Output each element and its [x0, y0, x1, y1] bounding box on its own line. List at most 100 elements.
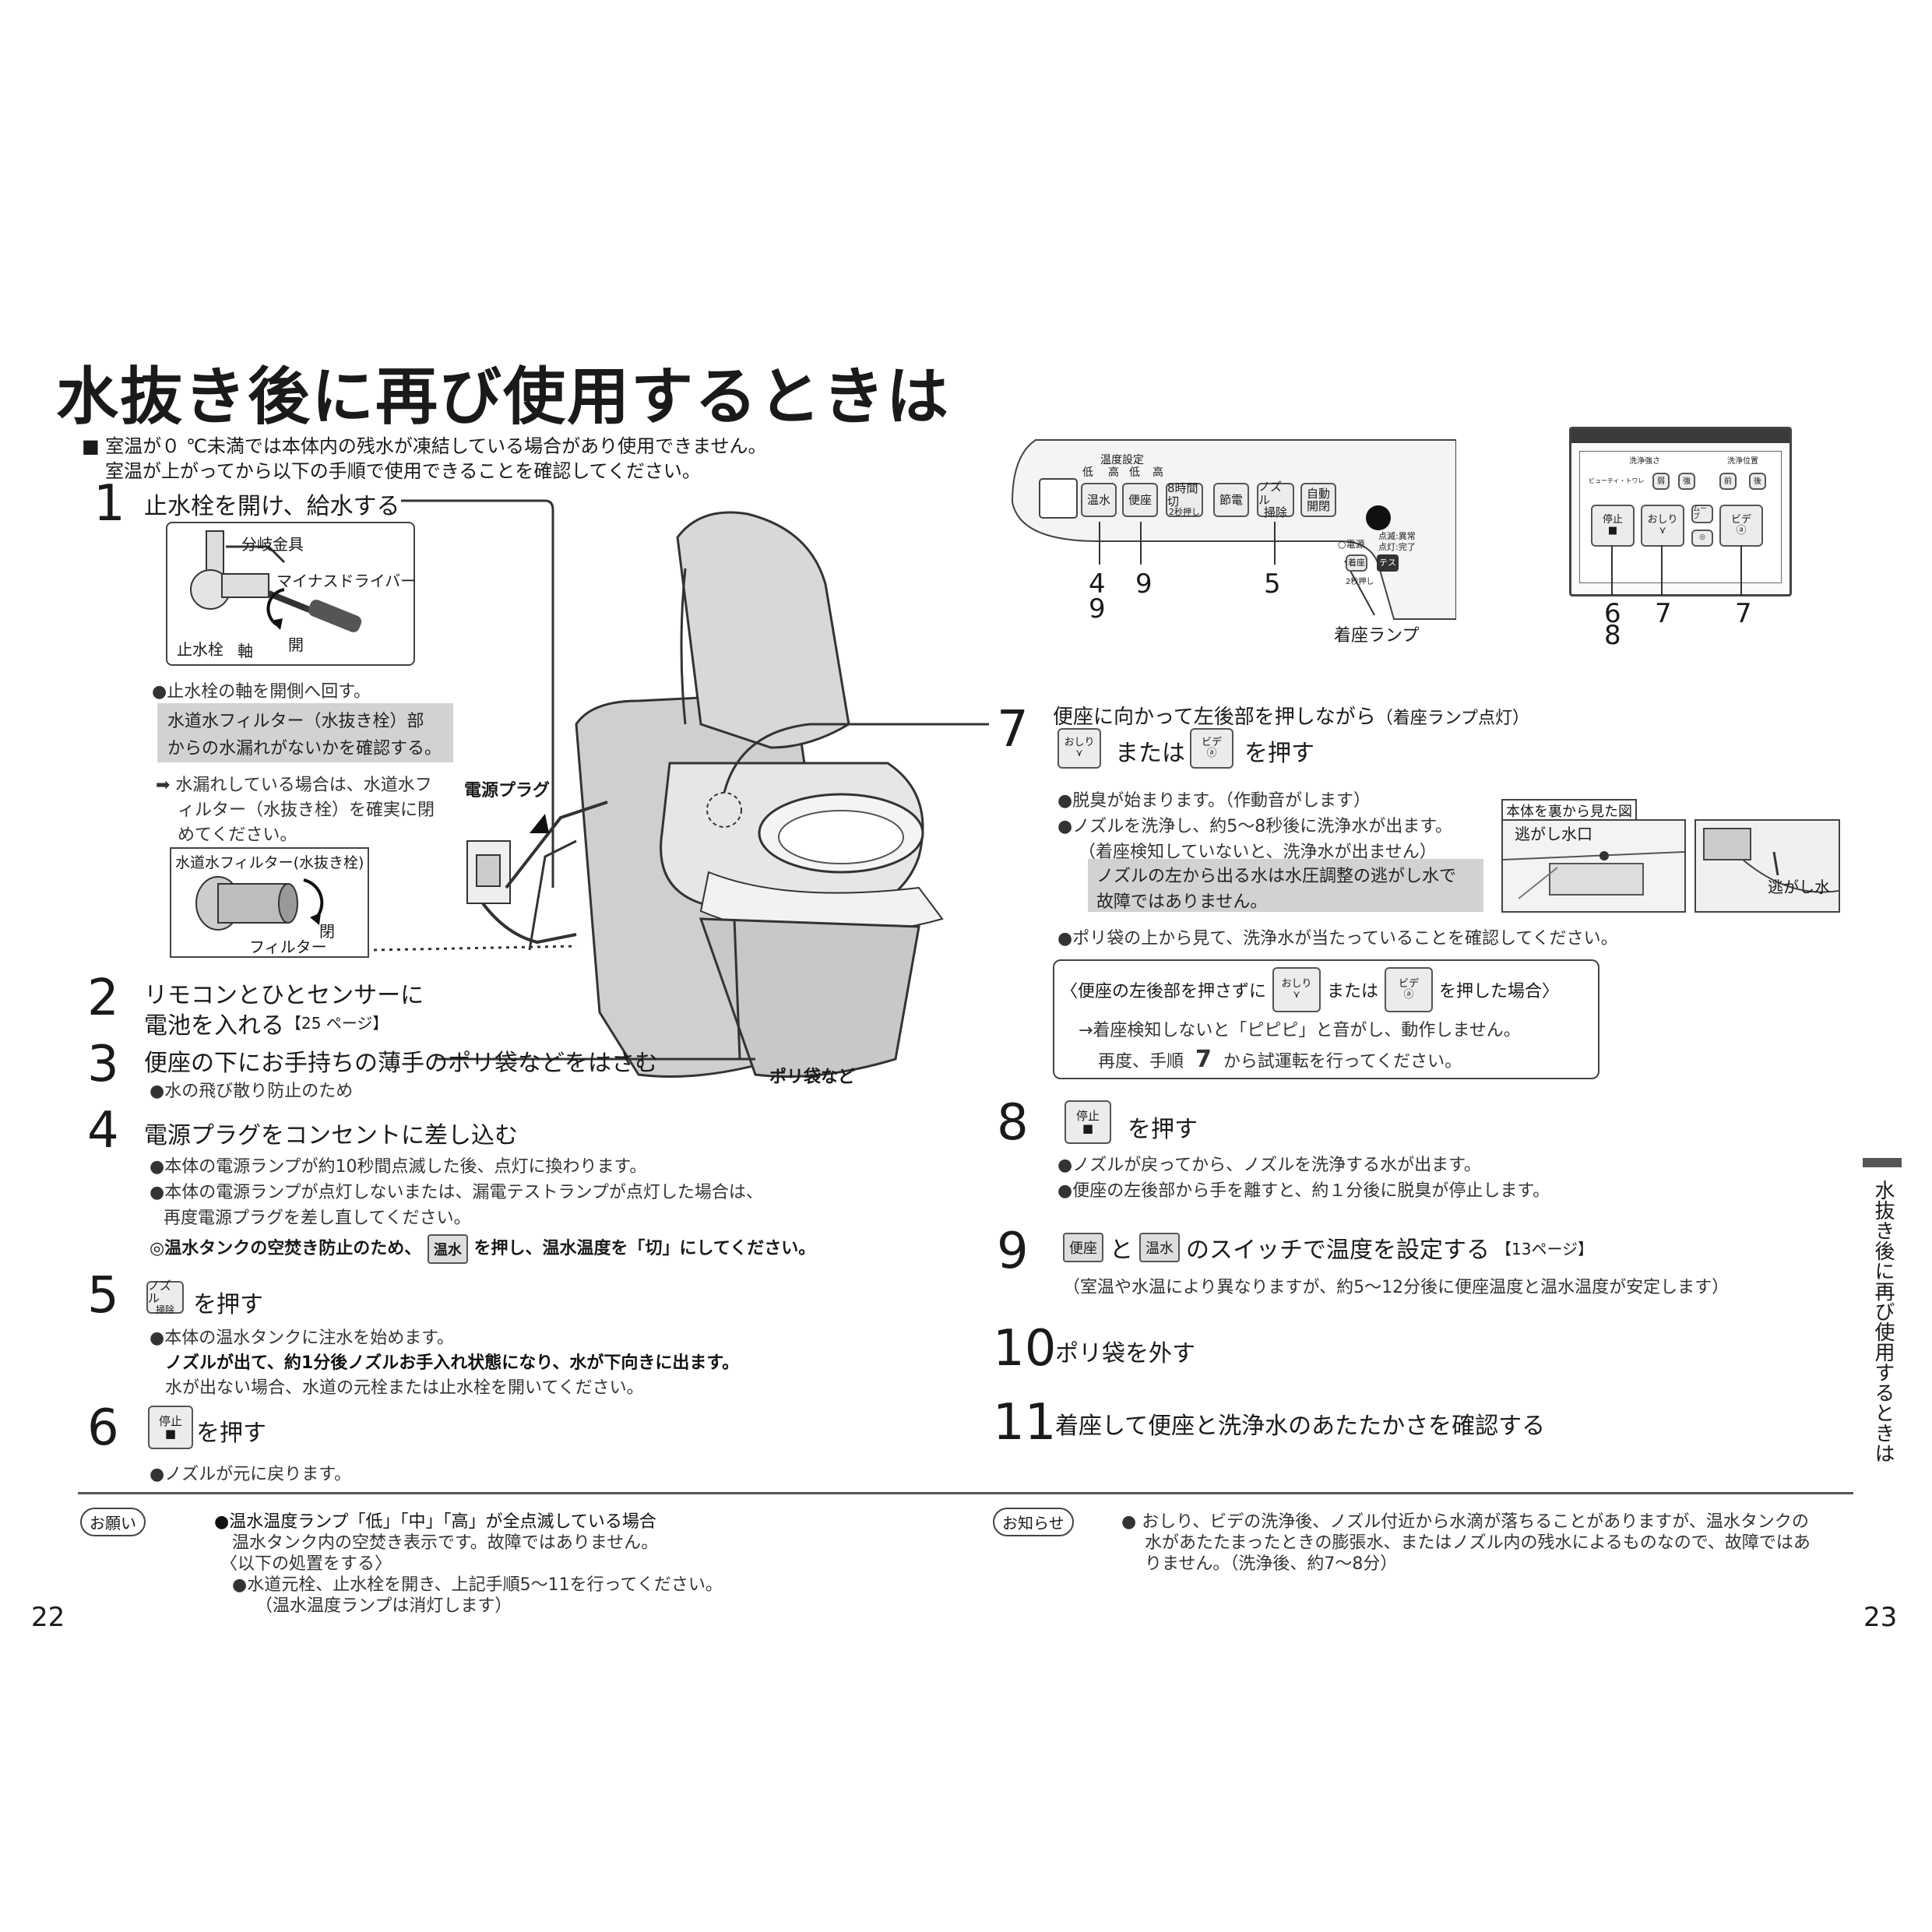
panel-dengen: ○電源: [1338, 539, 1365, 550]
panel-tentou: 点滅:異常: [1378, 531, 1416, 541]
panel-callout-9a: 9: [1089, 593, 1106, 625]
step-7-bullet-2: ●ノズルを洗浄し、約5〜8秒後に洗浄水が出ます。: [1057, 817, 1452, 836]
panel-8h-button[interactable]: 8時間切 2秒押し: [1166, 482, 1203, 518]
panel-jido-button[interactable]: 自動 開閉: [1300, 483, 1336, 517]
step-7-press: を押す: [1244, 740, 1314, 767]
panel-low-1: 低: [1082, 466, 1093, 479]
onegai-label: お願い: [80, 1508, 146, 1536]
remote-teishi-button[interactable]: 停止 ■: [1591, 505, 1635, 547]
step-7-bide-button[interactable]: ビデ ⓐ: [1190, 728, 1233, 769]
filter-inset: [170, 847, 369, 958]
nozzle-button-line-2: 掃除: [155, 1304, 174, 1315]
step-7-bullet-4: ●ポリ袋の上から見て、洗浄水が当たっていることを確認してください。: [1057, 929, 1618, 948]
valve-inset: [166, 522, 415, 666]
remote-beauty: ビューティ・トワレ: [1589, 477, 1645, 484]
rear-view-image-2: [1694, 819, 1840, 913]
step-7-spray-icon: ⋎: [1075, 748, 1083, 759]
step-2-number: 2: [87, 970, 119, 1027]
label-filter: フィルター: [249, 938, 327, 956]
step-5-bullet-1: ●本体の温水タンクに注水を始めます。: [150, 1328, 454, 1348]
panel-temp-setting: 温度設定: [1100, 454, 1144, 466]
remote-bide-button[interactable]: ビデ ⓐ: [1719, 505, 1763, 547]
panel-high-2: 高: [1153, 466, 1163, 479]
step-6-title: を押す: [196, 1420, 266, 1447]
remote-spray-icon: ⋎: [1659, 525, 1666, 537]
step-7-box-pre: 〈便座の左後部を押さずに: [1061, 982, 1267, 1001]
remote-callout-lines: [1611, 545, 1742, 596]
step-1-number: 1: [93, 475, 125, 533]
remote-move-button[interactable]: ムーブ: [1691, 505, 1713, 523]
step-1-bullet-1: ●止水栓の軸を開側へ回す。: [152, 682, 371, 702]
remote-bide-icon: ⓐ: [1736, 525, 1747, 537]
remote-sensui-ichi: 洗浄位置: [1727, 457, 1758, 466]
panel-callout-5: 5: [1264, 568, 1281, 600]
remote-kyo-button[interactable]: 強: [1678, 473, 1695, 490]
valve-drawing: [190, 530, 362, 632]
teishi-button-step6[interactable]: 停止 ■: [148, 1406, 193, 1449]
step-7-gray-2: 故障ではありません。: [1096, 892, 1268, 912]
step-9-benza-button[interactable]: 便座: [1063, 1233, 1103, 1262]
panel-benza-button[interactable]: 便座: [1122, 483, 1158, 517]
panel-8h-sub: 2秒押し: [1169, 507, 1200, 518]
step-9-onsui-button[interactable]: 温水: [1139, 1233, 1180, 1262]
onegai-line-5: （温水温度ランプは消灯します）: [255, 1596, 512, 1616]
panel-callout-9b: 9: [1135, 568, 1153, 600]
panel-jido-line-2: 開閉: [1306, 499, 1330, 513]
panel-setsuden-button[interactable]: 節電: [1213, 483, 1249, 517]
step-7-box-bide-icon: ⓐ: [1403, 989, 1414, 1001]
step-4-warning-post: を押し、温水温度を「切」にしてください。: [473, 1239, 816, 1258]
intro-line-2: 室温が上がってから以下の手順で使用できることを確認してください。: [105, 460, 701, 482]
onsui-button[interactable]: 温水: [427, 1234, 468, 1264]
step-8-bullet-2: ●便座の左後部から手を離すと、約１分後に脱臭が停止します。: [1057, 1181, 1550, 1201]
step-7-gray-note: [1088, 859, 1483, 912]
step-1-arrow-1: ➡ 水漏れしている場合は、水道水フ: [156, 776, 432, 795]
step-7-box-oshiri-button[interactable]: おしり ⋎: [1272, 967, 1321, 1012]
step-8-teishi-label: 停止: [1075, 1108, 1100, 1123]
panel-jido-line-1: 自動: [1306, 486, 1330, 501]
step-5-bullet-2: ノズルが出て、約1分後ノズルお手入れ状態になり、水が下向きに出ます。: [165, 1353, 740, 1373]
step-7-box-bide-button[interactable]: ビデ ⓐ: [1385, 967, 1434, 1012]
label-driver: マイナスドライバー: [276, 572, 417, 590]
nozzle-seijo-button[interactable]: ノズル 掃除: [146, 1279, 184, 1315]
step-9-ref: 【13ページ】: [1496, 1239, 1594, 1258]
step-7-oshiri-button[interactable]: おしり ⋎: [1057, 728, 1101, 769]
remote-callout-7b: 7: [1735, 598, 1752, 629]
remote-jaku-button[interactable]: 弱: [1652, 473, 1670, 490]
remote-mae-button[interactable]: 前: [1719, 473, 1737, 490]
remote-teishi-label: 停止: [1602, 513, 1623, 526]
remote-sensui-tsuyosa: 洗浄強さ: [1629, 457, 1660, 466]
oshirase-line-3: りません。（洗浄後、約7〜8分）: [1145, 1554, 1398, 1574]
footer-divider: [78, 1492, 1853, 1494]
stop-square-icon: ■: [164, 1427, 177, 1441]
step-7-box-line-2-num: 7: [1195, 1046, 1212, 1073]
oshirase-line-2: 水があたたまったときの膨張水、またはノズル内の残水によるものなので、故障ではあ: [1145, 1533, 1811, 1553]
step-4-bullet-2: ●本体の電源ランプが点灯しないまたは、漏電テストランプが点灯した場合は、: [150, 1183, 763, 1202]
intro-line-1: ■ 室温が０ ℃未満では本体内の残水が凍結している場合があり使用できません。: [82, 435, 767, 457]
step-7-box-line-1: →着座検知しないと「ピピピ」と音がし、動作しません。: [1079, 1021, 1521, 1040]
step-8-number: 8: [997, 1094, 1029, 1152]
step-2-title-1: リモコンとひとセンサーに: [144, 982, 424, 1009]
step-5-number: 5: [87, 1267, 119, 1325]
step-9-number: 9: [997, 1223, 1029, 1280]
step-8-teishi-button[interactable]: 停止 ■: [1065, 1100, 1111, 1144]
panel-chakuza-button[interactable]: 着座: [1346, 554, 1367, 572]
step-8-bullet-1: ●ノズルが戻ってから、ノズルを洗浄する水が出ます。: [1057, 1156, 1481, 1175]
remote-oshiri-button[interactable]: おしり ⋎: [1641, 505, 1684, 547]
step-7-bide-label: ビデ: [1201, 736, 1222, 748]
step-8-stop-icon: ■: [1082, 1121, 1094, 1135]
step-4-title: 電源プラグをコンセントに差し込む: [144, 1122, 518, 1149]
step-7-box-header: 〈便座の左後部を押さずに おしり ⋎ または ビデ ⓐ を押した場合〉: [1061, 967, 1559, 1012]
rear-view-1-drawing: [1502, 851, 1685, 899]
remote-ushiro-button[interactable]: 後: [1749, 473, 1766, 490]
panel-tento2: 点灯:完了: [1378, 542, 1416, 552]
onegai-line-3: 〈以下の処置をする〉: [220, 1554, 392, 1574]
step-3-number: 3: [87, 1036, 119, 1093]
panel-test-button[interactable]: テスト: [1377, 554, 1399, 585]
step-8-title: を押す: [1128, 1116, 1198, 1143]
remote-mode-button[interactable]: ◎: [1691, 530, 1713, 547]
remote-callout-6: 6: [1604, 598, 1621, 629]
panel-nozzle-button[interactable]: ノズル 掃除: [1257, 480, 1294, 520]
panel-onsui-button[interactable]: 温水: [1081, 483, 1117, 517]
panel-nozzle-line-2: 掃除: [1263, 505, 1287, 520]
step-7-box-or: または: [1327, 982, 1379, 1001]
